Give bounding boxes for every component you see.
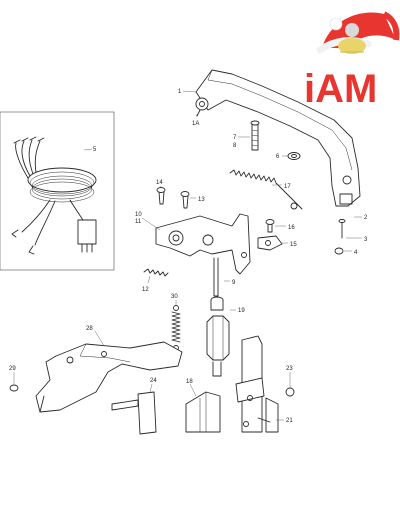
callout-13: 13 (198, 197, 205, 203)
callout-12: 12 (142, 287, 149, 293)
callout-21: 21 (286, 418, 293, 424)
callout-18: 18 (186, 379, 193, 385)
cable-harness (11, 136, 97, 255)
logo-text: iAM (304, 67, 377, 111)
callout-24: 24 (150, 378, 157, 384)
rod-9 (213, 257, 219, 297)
mascot-figure-icon (338, 23, 366, 54)
spring-30 (171, 305, 181, 351)
callout-16: 16 (288, 225, 295, 231)
spring-12 (143, 268, 169, 277)
callout-10: 10 (135, 212, 142, 218)
nut-4 (334, 247, 344, 255)
leader-lines (13, 90, 362, 421)
coupling-19 (206, 296, 230, 377)
callout-30: 30 (171, 294, 178, 300)
inset-box (0, 111, 115, 271)
callout-19: 19 (238, 308, 245, 314)
callout-labels: 1 1A 2 3 4 5 6 7 8 9 10 11 12 13 14 15 1… (9, 89, 368, 424)
callout-28: 28 (86, 326, 93, 332)
callout-23: 23 (286, 366, 293, 372)
screw-3 (338, 219, 346, 239)
callout-15: 15 (290, 242, 297, 248)
bracket-plate (155, 213, 251, 275)
callout-1a: 1A (192, 121, 199, 127)
clip-15 (257, 235, 283, 251)
callout-2: 2 (364, 215, 368, 221)
callout-6: 6 (276, 154, 280, 160)
screw-16 (265, 219, 275, 233)
callout-7: 7 (233, 135, 237, 141)
screw-14 (156, 187, 166, 205)
housing-18 (185, 391, 221, 433)
spring-17 (229, 169, 303, 210)
callout-17: 17 (284, 184, 291, 190)
callout-9: 9 (232, 280, 236, 286)
bracket-arm (195, 69, 361, 207)
brand-logo: iAM (304, 11, 400, 111)
vertical-bracket (235, 335, 295, 433)
nut-29 (9, 384, 19, 392)
callout-1: 1 (178, 89, 182, 95)
callout-8: 8 (233, 143, 237, 149)
callout-14: 14 (156, 180, 163, 186)
screw-13 (180, 191, 190, 209)
callout-5: 5 (93, 147, 97, 153)
nut-6 (287, 152, 301, 160)
callout-29: 29 (9, 366, 16, 372)
callout-11: 11 (135, 219, 142, 225)
bolt-7 (250, 120, 260, 151)
callout-3: 3 (364, 237, 368, 243)
bracket-24 (111, 391, 157, 435)
lever-28 (35, 341, 183, 413)
callout-4: 4 (354, 250, 358, 256)
